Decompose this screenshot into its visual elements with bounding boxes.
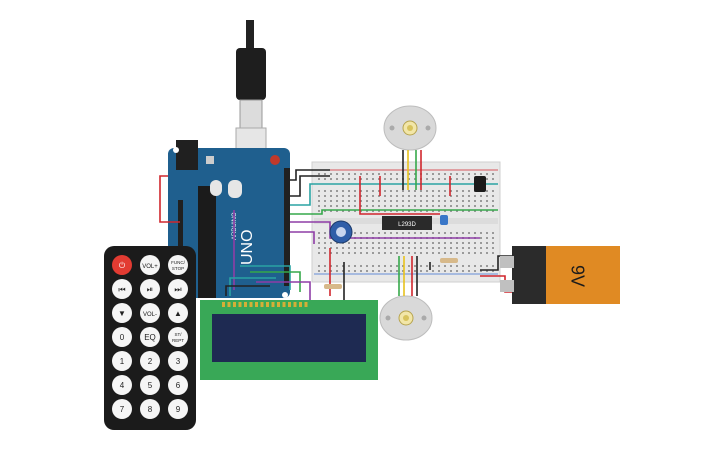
remote-button-label: FUNC/ — [171, 260, 185, 265]
remote-button-label: ⏭ — [174, 285, 181, 294]
remote-button-label: 3 — [176, 357, 181, 366]
remote-button-prev[interactable]: ⏮ — [112, 279, 132, 299]
remote-button-vol_up[interactable]: VOL+ — [140, 255, 160, 275]
arduino-brand-label: UNO — [239, 229, 256, 265]
ir-remote[interactable]: ⏻ VOL+ FUNC/STOP ⏮ ⏯ ⏭ ▼ VOL- ▲ 0 EQ ST/REPT 1 2 3 4 5 6 7… — [104, 246, 196, 430]
remote-button-label: ST/ — [174, 332, 182, 337]
dc-motor-top[interactable] — [383, 105, 437, 151]
remote-button-two[interactable]: 2 — [140, 351, 160, 371]
battery-label: 9V — [567, 265, 587, 287]
arduino-uno-board[interactable]: UNO ARDUINO — [168, 140, 290, 298]
remote-button-vol_down[interactable]: VOL- — [140, 303, 160, 323]
usb-cable[interactable] — [235, 20, 267, 169]
remote-button-five[interactable]: 5 — [140, 375, 160, 395]
remote-button-label: STOP — [172, 266, 184, 271]
remote-button-down[interactable]: ▼ — [112, 303, 132, 323]
lcd-display-16x2[interactable] — [200, 300, 378, 380]
remote-button-label: ⏻ — [119, 261, 126, 270]
remote-button-label: 1 — [120, 357, 125, 366]
remote-button-label: VOL- — [143, 312, 157, 318]
ir-receiver — [474, 176, 486, 192]
remote-button-label: 2 — [148, 357, 153, 366]
reset-button[interactable] — [270, 155, 280, 165]
capacitor — [440, 215, 448, 225]
remote-button-func_stop[interactable]: FUNC/STOP — [168, 255, 188, 275]
remote-button-power[interactable]: ⏻ — [112, 255, 132, 275]
potentiometer[interactable] — [329, 220, 353, 244]
remote-button-next[interactable]: ⏭ — [168, 279, 188, 299]
l293d-chip-label: L293D — [398, 222, 416, 228]
remote-button-label: 6 — [176, 381, 181, 390]
remote-button-seven[interactable]: 7 — [112, 399, 132, 419]
l293d-driver-chip: L293D — [382, 216, 432, 230]
remote-button-label: 5 — [148, 381, 153, 390]
remote-button-three[interactable]: 3 — [168, 351, 188, 371]
remote-button-label: ▼ — [118, 309, 126, 318]
remote-button-label: 0 — [120, 333, 125, 342]
remote-button-label: REPT — [172, 338, 184, 343]
remote-button-label: ▲ — [174, 309, 182, 318]
remote-button-label: 7 — [120, 405, 125, 414]
remote-button-label: VOL+ — [142, 264, 158, 270]
remote-button-six[interactable]: 6 — [168, 375, 188, 395]
remote-button-up[interactable]: ▲ — [168, 303, 188, 323]
remote-button-eq[interactable]: EQ — [140, 327, 160, 347]
remote-button-label: 8 — [148, 405, 153, 414]
remote-button-st_rept[interactable]: ST/REPT — [168, 327, 188, 347]
remote-button-label: ⏯ — [147, 285, 153, 294]
remote-button-one[interactable]: 1 — [112, 351, 132, 371]
remote-button-eight[interactable]: 8 — [140, 399, 160, 419]
remote-button-four[interactable]: 4 — [112, 375, 132, 395]
remote-button-zero[interactable]: 0 — [112, 327, 132, 347]
remote-button-label: 4 — [120, 381, 125, 390]
battery-9v[interactable]: 9V — [500, 246, 620, 304]
remote-button-play_pause[interactable]: ⏯ — [140, 279, 160, 299]
dc-motor-bottom[interactable] — [379, 295, 433, 341]
remote-button-nine[interactable]: 9 — [168, 399, 188, 419]
remote-button-label: EQ — [144, 333, 156, 342]
resistors — [324, 258, 458, 289]
arduino-series-label: ARDUINO — [232, 212, 238, 240]
lcd-screen — [212, 314, 366, 362]
remote-button-label: 9 — [176, 405, 181, 414]
atmega-chip — [198, 186, 216, 298]
remote-button-label: ⏮ — [118, 285, 125, 294]
